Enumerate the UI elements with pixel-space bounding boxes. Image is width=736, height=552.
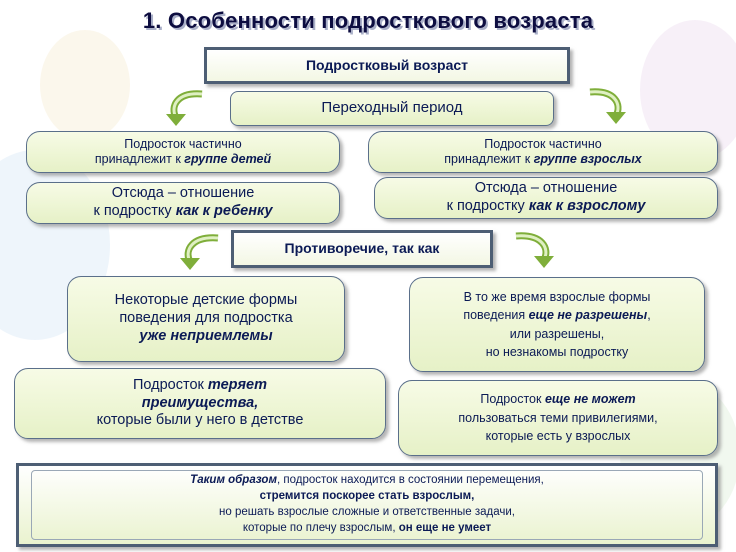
text-emphasis: группе детей — [184, 152, 272, 166]
page-title: 1. Особенности подросткового возраста — [142, 8, 594, 33]
text-emphasis: как к ребенку — [175, 203, 273, 219]
box-cannot-use: Подросток еще не может пользоваться теми… — [398, 380, 718, 456]
left-curved-arrow-icon — [180, 234, 219, 270]
box-contradiction-label: Противоречие, так как — [284, 240, 440, 257]
conclusion-line4: которые по плечу взрослым, он еще не уме… — [190, 521, 544, 537]
conclusion-inner-frame — [31, 470, 703, 540]
left-curved-arrow-icon — [166, 90, 203, 126]
text-prefix: поведения — [463, 308, 529, 323]
box-partly-adults-line2: принадлежит к группе взрослых — [444, 152, 641, 167]
box-adult-forms-line1: В то же время взрослые формы — [463, 290, 651, 305]
box-conclusion: Таким образом, подросток находится в сос… — [16, 463, 718, 547]
box-partly-children-line1: Подросток частично — [124, 136, 242, 151]
box-transitional-period-label: Переходный период — [321, 99, 463, 117]
box-child-forms-line1: Некоторые детские формы — [114, 292, 298, 309]
box-loses-advantages-line3: которые были у него в детстве — [96, 412, 304, 429]
box-child-forms: Некоторые детские формы поведения для по… — [67, 276, 345, 362]
text-suffix: , — [647, 308, 651, 323]
text-prefix: к подростку — [446, 198, 529, 214]
box-cannot-use-line2: пользоваться теми привилегиями, — [458, 410, 658, 425]
text-prefix: которые по плечу взрослым, — [242, 521, 399, 534]
box-adolescent-age: Подростковый возраст — [204, 47, 570, 84]
box-attitude-adult: Отсюда – отношение к подростку как к взр… — [374, 177, 718, 219]
box-attitude-child-line1: Отсюда – отношение — [111, 185, 255, 202]
text-emphasis: как к взрослому — [528, 198, 646, 214]
text-emphasis: еще не может — [544, 391, 636, 406]
box-attitude-child-line2: к подростку как к ребенку — [93, 203, 272, 221]
text-emphasis: теряет — [207, 376, 268, 393]
box-cannot-use-line1: Подросток еще не может — [480, 390, 635, 409]
background-balloon — [40, 30, 130, 140]
box-attitude-child: Отсюда – отношение к подростку как к реб… — [26, 182, 340, 224]
box-partly-children-line2: принадлежит к группе детей — [95, 152, 271, 167]
conclusion-text: Таким образом, подросток находится в сос… — [190, 473, 544, 536]
conclusion-line3: но решать взрослые сложные и ответственн… — [219, 506, 515, 518]
box-adult-forms-line4: но незнакомы подростку — [485, 344, 629, 359]
box-transitional-period: Переходный период — [230, 91, 554, 126]
box-adolescent-age-label: Подростковый возраст — [305, 56, 469, 73]
box-child-forms-line3: уже неприемлемы — [139, 327, 273, 344]
box-partly-children: Подросток частично принадлежит к группе … — [26, 131, 340, 173]
box-child-forms-line2: поведения для подростка — [119, 310, 293, 327]
conclusion-line1: Таким образом, подросток находится в сос… — [190, 473, 544, 489]
conclusion-line2: стремится поскорее стать взрослым, — [259, 490, 475, 503]
box-adult-forms-line3: или разрешены, — [509, 326, 605, 341]
box-contradiction: Противоречие, так как — [231, 230, 493, 268]
text-prefix: принадлежит к — [444, 152, 534, 166]
box-adult-forms: В то же время взрослые формы поведения е… — [409, 277, 705, 372]
text-prefix: к подростку — [93, 203, 176, 219]
right-curved-arrow-icon — [515, 232, 554, 268]
right-curved-arrow-icon — [589, 88, 626, 124]
text-prefix: Подросток — [480, 391, 545, 406]
box-partly-adults-line1: Подросток частично — [484, 136, 602, 151]
box-loses-advantages-line2: преимущества, — [141, 394, 259, 411]
text-emphasis: Таким образом — [190, 474, 277, 487]
box-attitude-adult-line1: Отсюда – отношение — [474, 180, 618, 197]
text-emphasis: еще не разрешены — [528, 308, 648, 323]
box-loses-advantages-line1: Подросток теряет — [133, 377, 267, 395]
box-loses-advantages: Подросток теряет преимущества, которые б… — [14, 368, 386, 439]
text-prefix: принадлежит к — [94, 152, 185, 166]
text-emphasis: группе взрослых — [533, 152, 642, 166]
text-prefix: Подросток — [132, 376, 208, 393]
box-attitude-adult-line2: к подростку как к взрослому — [447, 198, 646, 216]
box-partly-adults: Подросток частично принадлежит к группе … — [368, 131, 718, 173]
box-adult-forms-line2: поведения еще не разрешены, — [463, 306, 650, 324]
text-rest: , подросток находится в состоянии переме… — [276, 474, 544, 487]
box-cannot-use-line3: которые есть у взрослых — [485, 429, 631, 444]
text-emphasis: он еще не умеет — [398, 521, 492, 534]
